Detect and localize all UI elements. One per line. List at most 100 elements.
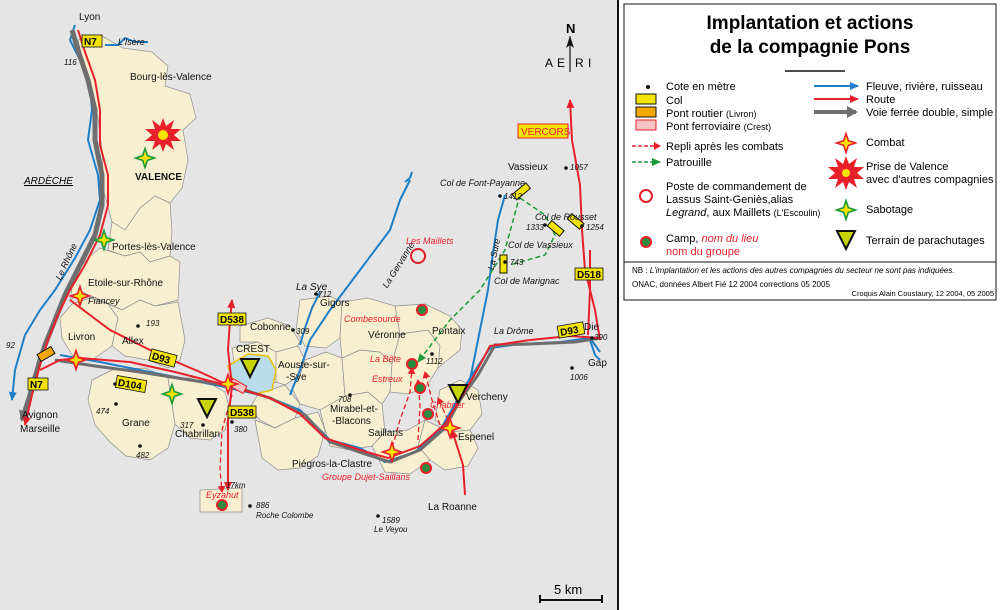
elevation-label: 886 (256, 501, 270, 510)
legend-label: avec d'autres compagnies (866, 174, 994, 186)
legend-label: Lassus Saint-Geniès,alias (666, 194, 794, 206)
legend-label: Pont ferroviaire (Crest) (666, 121, 771, 133)
legend-label: Fleuve, rivière, ruisseau (866, 81, 983, 93)
legend-label: Voie ferrée double, simple (866, 107, 993, 119)
river-label: L'Isère (118, 37, 145, 47)
town-label: VALENCE (135, 172, 182, 183)
town-label: Aouste-sur- (278, 360, 330, 371)
town-label: Allex (122, 336, 144, 347)
town-label: Espenel (458, 432, 494, 443)
compass: N A E R I (545, 21, 591, 72)
elevation-label: 712 (318, 290, 332, 299)
legend-panel: Implantation et actions de la compagnie … (623, 3, 997, 301)
legend-label: Poste de commandement de (666, 181, 807, 193)
legend-label: Route (866, 94, 895, 106)
camp-label: La Bête (370, 354, 401, 364)
town-label: Marseille (20, 424, 60, 435)
place-label: Fiancey (88, 296, 120, 306)
col-label: Col de Marignac (494, 276, 560, 286)
town-label: Portes-lès-Valence (112, 242, 196, 253)
camp-labels: Les Maillets Combesourde La Bête Estreux… (206, 236, 466, 500)
legend-label: nom du groupe (666, 246, 740, 258)
region-label-vercors: VERCORS (521, 127, 571, 138)
compass-south: R (575, 56, 584, 70)
town-label: Vercheny (466, 392, 508, 403)
town-label: Saillans (368, 428, 403, 439)
compass-west: A (545, 56, 553, 70)
elevation-dots (113, 166, 594, 518)
legend-label: Pont routier (Livron) (666, 108, 756, 120)
town-label: Die (584, 322, 599, 333)
elevation-label: 1589 (382, 516, 400, 525)
camp-label: Estreux (372, 374, 403, 384)
town-label: Piégros-la-Clastre (292, 459, 372, 470)
town-label: CREST (236, 344, 270, 355)
town-label: La Sye (296, 282, 328, 293)
road-label: D538 (230, 408, 254, 419)
camp-label: Chabrier (430, 400, 466, 410)
compass-east: I (588, 56, 591, 70)
town-label: -Sye (286, 372, 307, 383)
elevation-label: 1333 (526, 223, 544, 232)
elevation-label: 193 (146, 319, 160, 328)
elevation-label: 390 (594, 333, 608, 342)
elevation-label: 1112 (426, 357, 443, 366)
vercors-label-box (517, 123, 569, 139)
town-label: Pontaix (432, 326, 465, 337)
legend-label: Sabotage (866, 204, 913, 216)
elevation-label: 743 (510, 258, 524, 267)
river-label: La Drôme (494, 326, 534, 336)
town-label: Roche Colombe (256, 511, 314, 520)
elevation-label: 116 (64, 58, 77, 67)
col-label: Col de Font-Payanne (440, 178, 525, 188)
town-label: Chabrillan (175, 429, 220, 440)
camp-label: Les Maillets (406, 236, 454, 246)
legend-note: NB : L'implantation et les actions des a… (632, 266, 955, 275)
elevation-label: 380 (234, 425, 248, 434)
road-label: D538 (220, 315, 244, 326)
commune-areas (59, 35, 483, 513)
elevation-label: 708 (338, 395, 352, 404)
road-label: D518 (577, 270, 601, 281)
road-label: D104 (117, 378, 143, 393)
elevation-label: 317 (180, 421, 194, 430)
col-label: Col de Vassieux (508, 240, 573, 250)
town-label: Le Veyou (374, 525, 408, 534)
legend-label: Combat (866, 137, 905, 149)
patrol-routes (417, 194, 556, 363)
town-label: Grane (122, 418, 150, 429)
town-label: Livron (68, 332, 95, 343)
elevation-labels: 116 92 193 474 482 317 380 712 309 708 1… (6, 58, 608, 525)
legend-title-line1: Implantation et actions (707, 13, 914, 34)
town-label: Etoile-sur-Rhône (88, 278, 163, 289)
scale-bar: 5 km (539, 582, 603, 603)
town-label: Véronne (368, 330, 406, 341)
legend-label: Cote en mètre (666, 81, 736, 93)
town-label: Cobonne (250, 322, 291, 333)
valence-capture-marker (145, 118, 181, 152)
command-post-marker (410, 248, 426, 264)
town-labels: Lyon Bourg-lès-Valence VALENCE Portes-lè… (20, 12, 607, 534)
town-label: Avignon (22, 410, 58, 421)
town-label: Mirabel-et- (330, 404, 378, 415)
camp-label: Combesourde (344, 314, 401, 324)
legend-label: Patrouille (666, 157, 712, 169)
legend-label: Col (666, 95, 683, 107)
town-label: Gigors (320, 298, 349, 309)
road-label: N7 (30, 380, 43, 391)
region-label-ardeche: ARDÈCHE (23, 174, 73, 187)
legend-label: Prise de Valence (866, 161, 948, 173)
elevation-label: 1254 (586, 223, 604, 232)
col-markers (499, 182, 585, 274)
col-label: Col de Rousset (535, 212, 597, 222)
legend-label: Terrain de parachutages (866, 235, 985, 247)
elevation-label: 1057 (570, 163, 588, 172)
road-label: N7 (84, 37, 97, 48)
town-label: Vassieux (508, 162, 548, 173)
elevation-label: 482 (136, 451, 150, 460)
legend-label: Camp, nom du lieu (666, 233, 758, 245)
town-label: Lyon (79, 12, 100, 23)
legend-source: ONAC, données Albert Fié 12 2004 correct… (632, 280, 830, 289)
road-label: D93 (559, 325, 579, 339)
